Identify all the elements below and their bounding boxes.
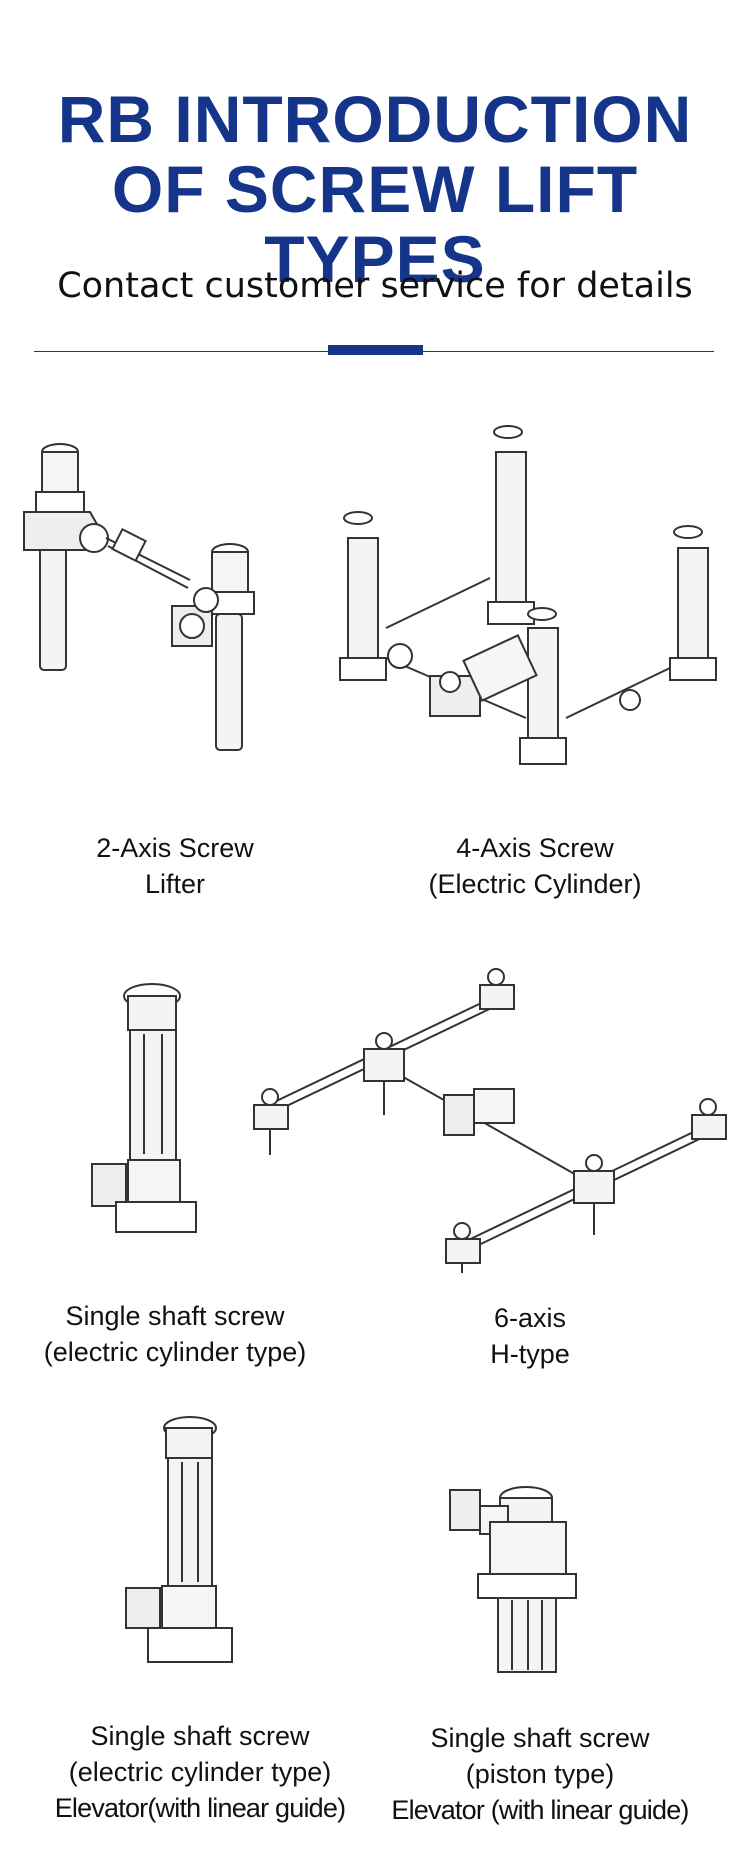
divider-accent-bar bbox=[328, 345, 423, 355]
two-axis-screw-lifter-drawing-icon bbox=[23, 443, 255, 751]
product-2-image bbox=[330, 418, 730, 778]
caption-line: (electric cylinder type) bbox=[43, 1337, 307, 1367]
product-6-caption: Single shaft screw (piston type) Elevato… bbox=[370, 1720, 710, 1828]
product-4-image bbox=[248, 955, 738, 1275]
caption-line: (electric cylinder type) bbox=[68, 1757, 332, 1787]
caption-line: Lifter bbox=[144, 869, 206, 899]
caption-line: (piston type) bbox=[465, 1759, 615, 1789]
product-4-caption: 6-axis H-type bbox=[430, 1300, 630, 1372]
caption-line: 6-axis bbox=[493, 1303, 567, 1333]
product-2-caption: 4-Axis Screw (Electric Cylinder) bbox=[400, 830, 670, 902]
caption-line: (Electric Cylinder) bbox=[428, 869, 642, 899]
single-shaft-electric-cylinder-drawing-icon bbox=[91, 983, 197, 1233]
product-1-image bbox=[20, 430, 270, 770]
single-shaft-elevator-linear-guide-drawing-icon bbox=[125, 1416, 233, 1663]
product-5-image bbox=[118, 1412, 238, 1692]
caption-line: Single shaft screw bbox=[430, 1723, 650, 1753]
single-shaft-piston-elevator-drawing-icon bbox=[449, 1486, 577, 1673]
page-title: RB INTRODUCTION OF SCREW LIFT TYPES bbox=[0, 84, 750, 294]
subtitle: Contact customer service for details bbox=[57, 266, 693, 306]
caption-line: Single shaft screw bbox=[90, 1721, 310, 1751]
product-3-caption: Single shaft screw (electric cylinder ty… bbox=[20, 1298, 330, 1370]
caption-line: H-type bbox=[490, 1339, 570, 1369]
title-line-1: RB INTRODUCTION bbox=[57, 82, 693, 156]
caption-line: Elevator(with linear guide) bbox=[54, 1793, 346, 1823]
caption-line: 2-Axis Screw bbox=[96, 833, 254, 863]
caption-line: Elevator (with linear guide) bbox=[391, 1795, 689, 1825]
six-axis-h-type-drawing-icon bbox=[253, 968, 727, 1273]
caption-line: 4-Axis Screw bbox=[456, 833, 614, 863]
product-3-image bbox=[88, 978, 208, 1258]
caption-line: Single shaft screw bbox=[65, 1301, 285, 1331]
product-5-caption: Single shaft screw (electric cylinder ty… bbox=[30, 1718, 370, 1826]
title-line-2: OF SCREW LIFT TYPES bbox=[111, 152, 639, 296]
product-1-caption: 2-Axis Screw Lifter bbox=[40, 830, 310, 902]
product-6-image bbox=[440, 1476, 590, 1686]
four-axis-electric-cylinder-drawing-icon bbox=[339, 425, 717, 765]
